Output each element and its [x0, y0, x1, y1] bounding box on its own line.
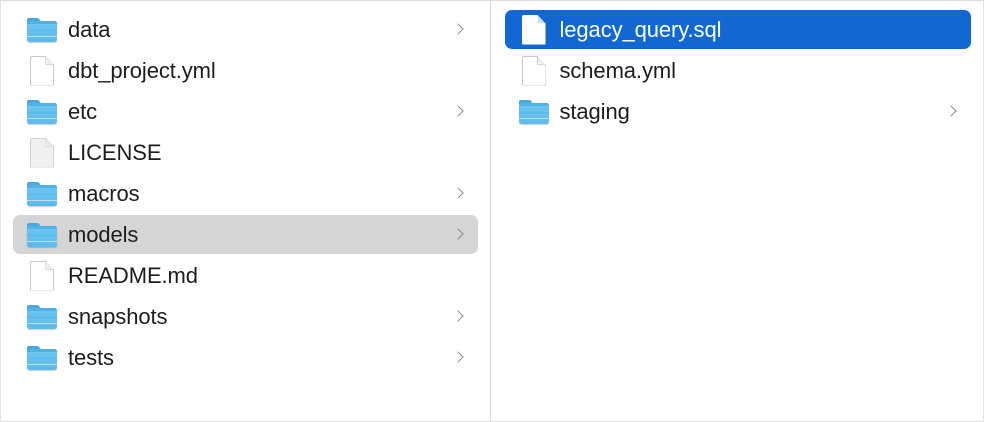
file-plain-icon [25, 136, 59, 170]
chevron-right-icon [453, 144, 464, 162]
folder-icon [25, 13, 59, 47]
folder-icon [25, 300, 59, 334]
folder-icon [517, 95, 551, 129]
file-list-item[interactable]: models [13, 215, 478, 254]
folder-icon [25, 177, 59, 211]
file-name-label: LICENSE [68, 139, 162, 165]
file-document-icon [25, 54, 59, 88]
file-name-label: README.md [68, 262, 198, 288]
file-document-icon [517, 13, 551, 47]
chevron-right-icon[interactable] [946, 103, 957, 121]
file-name-label: dbt_project.yml [68, 57, 216, 83]
file-list-item[interactable]: data [13, 10, 478, 49]
file-document-icon [25, 259, 59, 293]
file-document-icon [517, 54, 551, 88]
file-list-item[interactable]: legacy_query.sql [504, 10, 971, 49]
chevron-right-icon [946, 21, 957, 39]
chevron-right-icon[interactable] [453, 308, 464, 326]
file-list-item[interactable]: macros [13, 174, 478, 213]
file-name-label: etc [68, 98, 98, 124]
file-list-item[interactable]: LICENSE [13, 133, 478, 172]
folder-icon [25, 95, 59, 129]
file-list-item[interactable]: schema.yml [505, 51, 972, 90]
file-name-label: data [68, 16, 111, 42]
chevron-right-icon [453, 267, 464, 285]
chevron-right-icon[interactable] [453, 103, 464, 121]
file-name-label: models [68, 221, 139, 247]
file-name-label: legacy_query.sql [559, 16, 722, 42]
chevron-right-icon[interactable] [453, 226, 464, 244]
folder-icon [25, 218, 59, 252]
chevron-right-icon[interactable] [453, 349, 464, 367]
chevron-right-icon[interactable] [453, 185, 464, 203]
file-name-label: snapshots [68, 303, 168, 329]
file-name-label: tests [68, 344, 114, 370]
chevron-right-icon[interactable] [453, 21, 464, 39]
chevron-right-icon [453, 62, 464, 80]
chevron-right-icon [946, 62, 957, 80]
file-browser-column-2[interactable]: legacy_query.sql schema.yml staging [491, 1, 984, 421]
file-list-item[interactable]: snapshots [13, 297, 478, 336]
file-name-label: schema.yml [559, 57, 676, 83]
file-list-item[interactable]: tests [13, 338, 478, 377]
file-list-item[interactable]: dbt_project.yml [13, 51, 478, 90]
file-name-label: macros [68, 180, 140, 206]
file-list-item[interactable]: etc [13, 92, 478, 131]
folder-icon [25, 341, 59, 375]
file-name-label: staging [559, 98, 630, 124]
file-list-item[interactable]: staging [505, 92, 972, 131]
file-list-item[interactable]: README.md [13, 256, 478, 295]
